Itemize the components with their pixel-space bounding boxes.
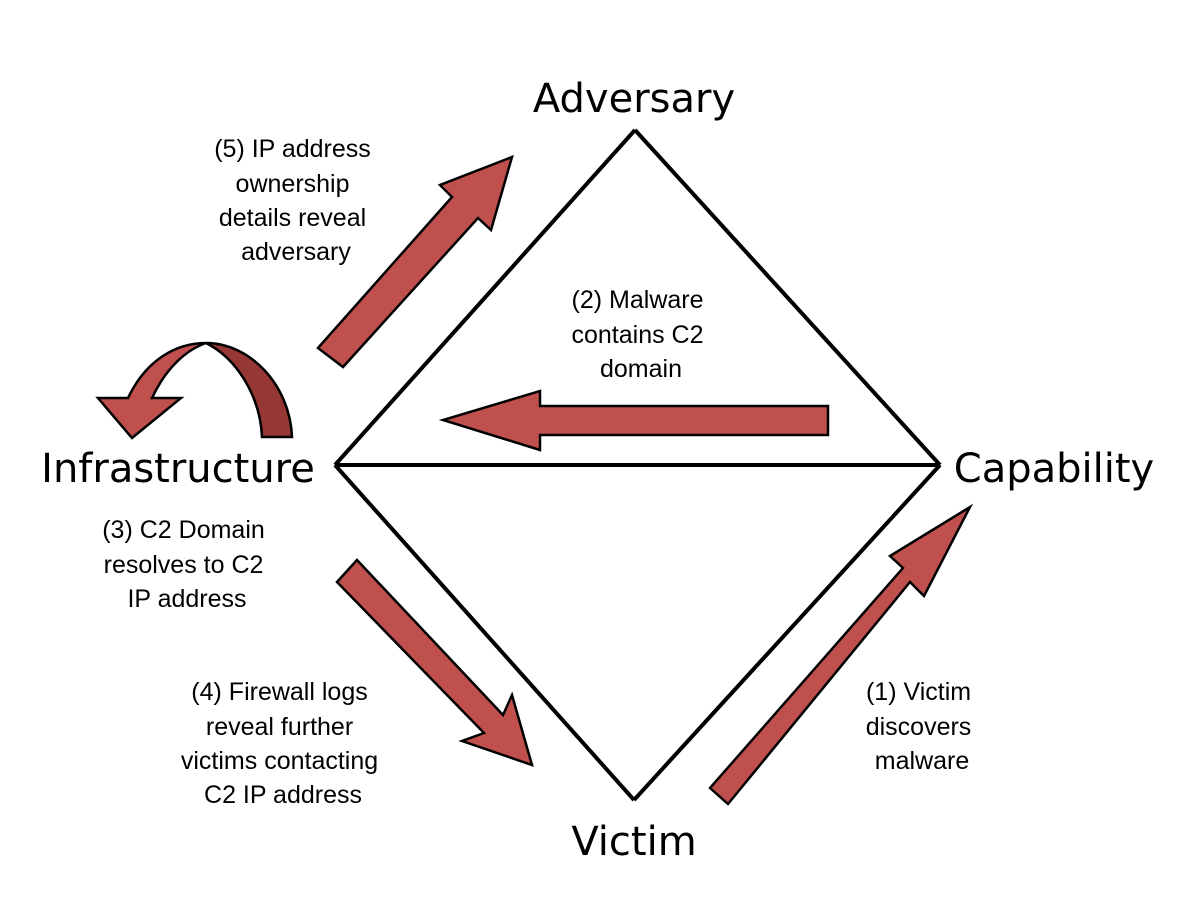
note-line: IP address (127, 585, 246, 613)
arrow-step-3 (95, 341, 294, 440)
note-step-3: (3) C2 Domain resolves to C2 IP address (102, 516, 272, 613)
arrow-step-1 (708, 503, 974, 806)
vertex-victim: Victim (571, 819, 696, 865)
note-line: (1) Victim (866, 678, 971, 706)
edge-adversary-capability (633, 128, 942, 467)
note-line: domain (600, 355, 682, 383)
arrow-step-3-front (95, 341, 207, 440)
edge-infrastructure-victim (333, 463, 636, 802)
note-line: details reveal (219, 204, 366, 232)
edge-capability-victim (632, 463, 942, 802)
note-line: malware (875, 747, 969, 775)
note-line: (2) Malware (572, 286, 704, 314)
note-line: ownership (236, 170, 350, 198)
note-line: (5) IP address (214, 135, 371, 163)
note-step-1: (1) Victim discovers malware (866, 678, 979, 775)
arrows (95, 154, 974, 806)
step-notes: (5) IP address ownership details reveal … (102, 135, 979, 809)
edge-adversary-infrastructure (333, 128, 637, 467)
note-line: (4) Firewall logs (191, 678, 367, 706)
note-line: discovers (866, 713, 972, 741)
arrow-step-4 (335, 558, 534, 767)
note-step-4: (4) Firewall logs reveal further victims… (181, 678, 385, 809)
vertex-adversary: Adversary (533, 76, 735, 122)
arrow-step-3-back (205, 341, 294, 439)
arrow-step-5 (316, 154, 514, 369)
arrow-step-2 (438, 389, 830, 452)
vertex-infrastructure: Infrastructure (41, 446, 315, 492)
note-line: resolves to C2 (104, 551, 264, 579)
diamond (333, 128, 942, 802)
note-line: victims contacting (181, 747, 378, 775)
note-step-2: (2) Malware contains C2 domain (572, 286, 711, 383)
note-line: contains C2 (572, 321, 704, 349)
note-step-5: (5) IP address ownership details reveal … (214, 135, 378, 266)
note-line: adversary (241, 238, 351, 266)
vertex-capability: Capability (954, 446, 1154, 492)
note-line: C2 IP address (204, 781, 362, 809)
note-line: (3) C2 Domain (102, 516, 265, 544)
note-line: reveal further (206, 713, 353, 741)
